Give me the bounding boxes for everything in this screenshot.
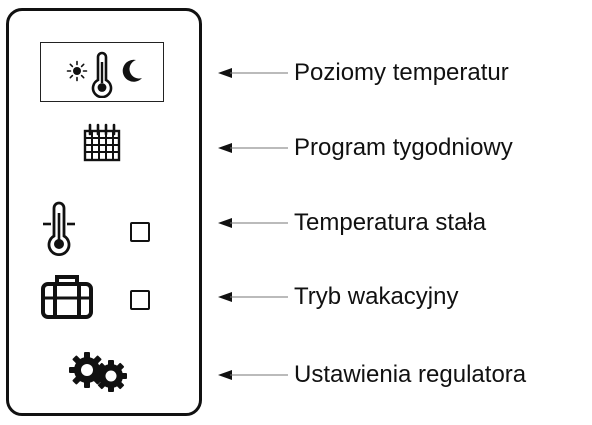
arrow-left-icon [218,370,288,380]
holiday-mode-checkbox[interactable] [130,290,150,310]
callout-temperature-levels: Poziomy temperatur [216,58,509,88]
arrow-left-icon [218,218,288,228]
callout-label: Poziomy temperatur [294,59,509,86]
suitcase-icon[interactable] [40,272,94,320]
arrow-left-icon [218,143,288,153]
callout-label: Temperatura stała [294,209,487,236]
callout-controller-settings: Ustawienia regulatora [216,360,526,390]
callout-weekly-program: Program tygodniowy [216,133,513,163]
thermometer-icon[interactable] [42,200,76,258]
constant-temperature-checkbox[interactable] [130,222,150,242]
calendar-icon[interactable] [82,122,122,162]
callout-label: Program tygodniowy [294,134,513,161]
moon-icon [122,59,142,82]
arrow-left-icon [218,68,288,78]
arrow-left-icon [218,292,288,302]
gears-icon[interactable] [66,350,132,394]
temperature-levels-item[interactable] [40,42,164,102]
thermometer-icon [91,51,113,98]
callout-constant-temperature: Temperatura stała [216,208,486,238]
callout-label: Ustawienia regulatora [294,361,527,388]
callout-label: Tryb wakacyjny [294,283,459,310]
callout-holiday-mode: Tryb wakacyjny [216,282,458,312]
sun-icon [66,60,88,82]
